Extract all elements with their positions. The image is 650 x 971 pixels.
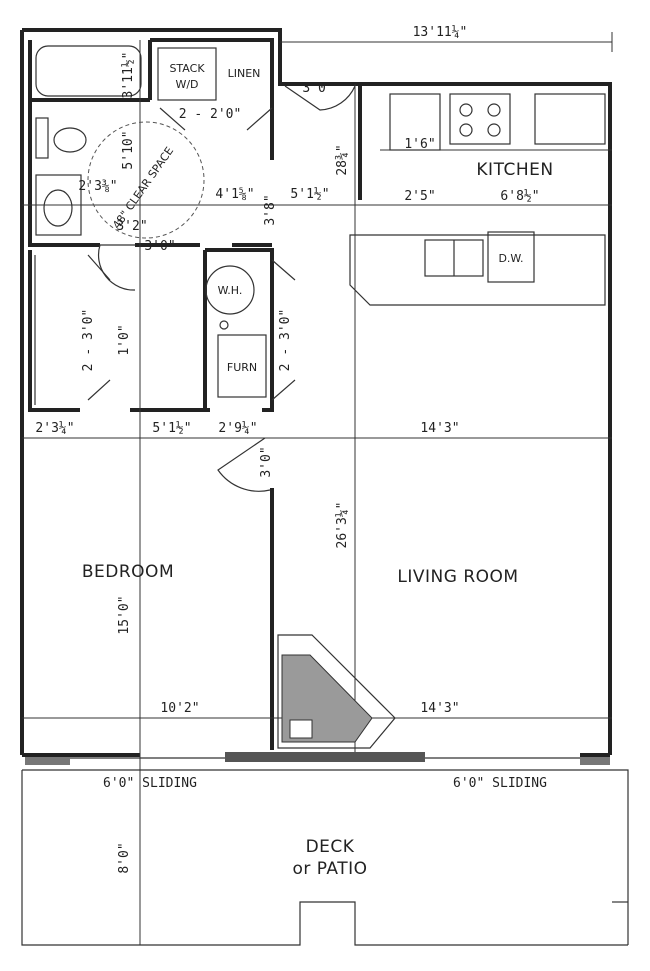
burner-icon — [459, 103, 473, 117]
upper-cabinet — [534, 93, 606, 145]
kitchen-label: KITCHEN — [476, 160, 553, 180]
linen-closet-doors — [34, 254, 111, 405]
dim-kitchen-b: 6'8½" — [500, 189, 539, 204]
dim-hall-a: 4'1⅝" — [215, 187, 254, 202]
dishwasher — [487, 231, 535, 283]
wh-label: W.H. — [218, 284, 243, 297]
drain-icon — [219, 320, 229, 330]
slider-panel — [580, 757, 610, 765]
bath-door — [97, 244, 136, 291]
dim-overall-width: 13'11¼" — [413, 25, 468, 40]
dim-row-d: 14'3" — [420, 421, 459, 436]
slider-panel — [25, 757, 70, 765]
dim-row-c: 2'9¼" — [218, 421, 257, 436]
dim-bedroom-width: 10'2" — [160, 701, 199, 716]
deck — [21, 769, 629, 946]
burner-icon — [487, 103, 501, 117]
fridge — [389, 93, 441, 151]
clear-space-circle — [87, 121, 205, 239]
dim-living-length: 26'3¼" — [335, 502, 350, 549]
linen-label: LINEN — [228, 67, 261, 80]
living-room-label: LIVING ROOM — [397, 567, 518, 587]
kitchen-island — [349, 234, 606, 306]
deck-sub-label: or PATIO — [292, 859, 367, 879]
dw-label: D.W. — [498, 252, 523, 265]
water-heater — [205, 265, 255, 315]
toilet — [53, 127, 87, 153]
range — [449, 93, 511, 145]
stack-label: STACK — [169, 62, 205, 75]
bedroom-label: BEDROOM — [82, 562, 174, 582]
burner-icon — [459, 123, 473, 137]
utility-doors — [271, 259, 296, 401]
dim-bath-door: 3'0" — [144, 239, 175, 254]
dim-hall-door: 3'0" — [302, 81, 333, 96]
dim-hall-gap: 3'8" — [263, 194, 278, 225]
dim-hall-b: 5'1½" — [290, 187, 329, 202]
sink — [43, 189, 73, 227]
utility-closet: W.H. FURN — [34, 254, 296, 405]
furn-label: FURN — [227, 361, 257, 374]
dim-row-a: 2'3¼" — [35, 421, 74, 436]
dim-closet1-depth: 1'0" — [117, 324, 132, 355]
dim-kitchen-depth: 28¾" — [335, 144, 350, 175]
sliding-door-right-label: 6'0" SLIDING — [453, 776, 547, 791]
dim-bedroom-depth: 15'0" — [117, 595, 132, 634]
wd-label: W/D — [175, 78, 198, 91]
dim-bath-a: 2'3⅜" — [78, 179, 117, 194]
dimension-labels: 13'11¼" 3'11½" 2 - 2'0" 3'0" 1'6" 5'10" … — [35, 25, 539, 874]
dim-closet2-door: 2 - 3'0" — [278, 309, 293, 372]
bathtub — [35, 45, 142, 97]
dim-bath-width: 5'10" — [121, 130, 136, 169]
vanity — [35, 174, 82, 236]
slider-wall — [225, 752, 425, 762]
interior-walls — [28, 38, 362, 750]
linen-doors — [159, 107, 273, 131]
exterior-walls — [20, 28, 612, 757]
bedroom-door-group — [217, 437, 271, 492]
sliding-doors — [25, 752, 610, 765]
dim-living-width: 14'3" — [420, 701, 459, 716]
laundry: STACK W/D LINEN — [157, 47, 356, 131]
dim-deck-depth: 8'0" — [117, 842, 132, 873]
dim-linen-door: 2 - 2'0" — [179, 107, 242, 122]
kitchen-fixtures: D.W. KITCHEN — [349, 93, 606, 306]
dim-closet1-door: 2 - 3'0" — [81, 309, 96, 372]
dim-kitchen-door: 1'6" — [404, 137, 435, 152]
dim-row-b: 5'1½" — [152, 421, 191, 436]
stack-washer-dryer — [157, 47, 217, 101]
hall-door — [284, 85, 356, 111]
dim-bath-b: 3'2" — [116, 219, 147, 234]
toilet-tank — [35, 117, 49, 159]
fireplace — [277, 634, 396, 749]
bedroom-door — [217, 437, 271, 492]
dim-bedroom-door: 3'0" — [259, 446, 274, 477]
deck-label: DECK — [306, 837, 355, 857]
burner-icon — [487, 123, 501, 137]
sliding-door-left-label: 6'0" SLIDING — [103, 776, 197, 791]
dim-bath-height: 3'11½" — [121, 52, 136, 99]
dim-kitchen-a: 2'5" — [404, 189, 435, 204]
furnace — [217, 334, 267, 398]
